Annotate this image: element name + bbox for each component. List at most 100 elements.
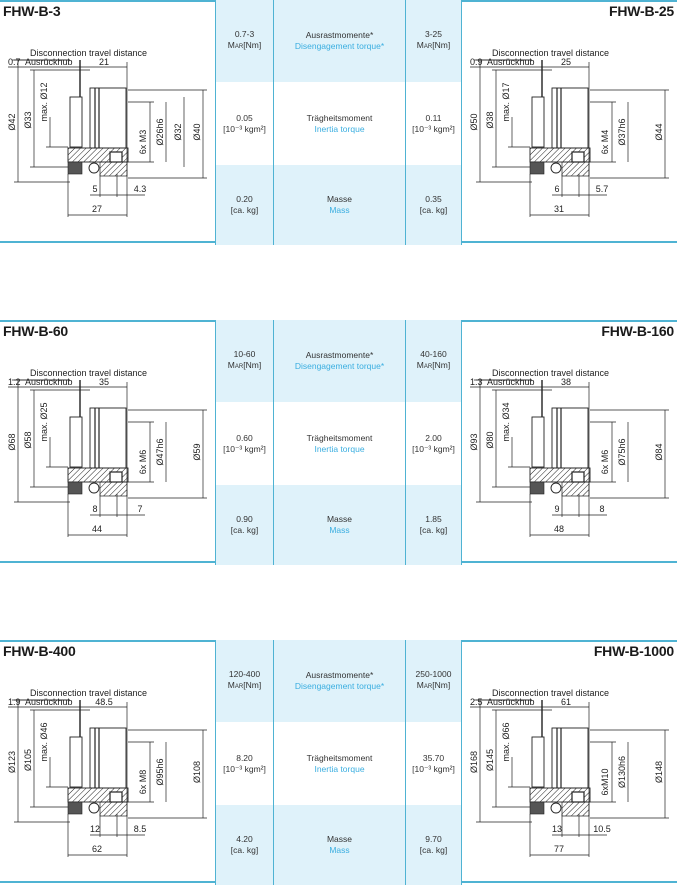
disc-outline [531,96,545,148]
mass-value: 4.20 [236,834,253,844]
torque-unit: MAR[Nm] [416,40,451,50]
fit-diameter-label: Ø26h6 [155,118,165,145]
flange-section [99,801,128,817]
torque-unit: MAR[Nm] [227,360,262,370]
dim-a-label: 13 [552,824,562,834]
dim-b-label: 7 [137,504,142,514]
diameter-right-label: Ø59 [192,443,202,460]
travel-title: Disconnection travel distance [492,368,609,378]
inertia-unit: [10⁻³ kgm²] [412,443,455,454]
torque-value: 0.7-3 [234,29,255,39]
inertia-right: 0.11[10⁻³ kgm²] [405,82,462,165]
travel-value: 0.7 [8,57,21,67]
inertia-unit: [10⁻³ kgm²] [223,443,266,454]
max-bore-label: max. Ø17 [501,82,511,121]
thread-label: 6xM10 [600,768,610,795]
length-top-label: 25 [561,57,571,67]
length-label: 48 [554,524,564,534]
thread-label: 6x M8 [138,770,148,795]
travel-value: 0.9 [470,57,483,67]
diameter-outer-label: Ø68 [7,433,17,450]
product-title-left: FHW-B-60 [3,323,69,339]
max-bore-label: max. Ø34 [501,402,511,441]
diameter-outer-label: Ø168 [469,751,479,773]
diameter-right-label: Ø44 [654,123,664,140]
housing-outline [551,727,589,789]
mass-right: 0.35[ca. kg] [405,165,462,245]
diameter-outer-label: Ø42 [7,113,17,130]
seal-section [67,481,83,495]
inertia-value: 35.70 [422,752,445,763]
mass-unit: [ca. kg] [230,525,259,535]
travel-label: Ausrückhub [487,377,535,387]
flange-diameter-label: Ø32 [173,123,183,140]
inertia-right: 2.00[10⁻³ kgm²] [405,402,462,485]
ball-bearing [550,162,562,174]
mass-value: 9.70 [425,834,442,844]
inertia-left: 0.60[10⁻³ kgm²] [215,402,273,485]
diameter-mid-label: Ø80 [485,431,495,448]
bearing-ring [109,791,123,803]
travel-title: Disconnection travel distance [492,688,609,698]
inertia-left: 0.05[10⁻³ kgm²] [215,82,273,165]
fit-diameter-label: Ø47h6 [155,438,165,465]
travel-label: Ausrückhub [25,377,73,387]
mass-right: 1.85[ca. kg] [405,485,462,565]
mass-left: 0.20[ca. kg] [215,165,273,245]
mass-unit: [ca. kg] [230,845,259,855]
torque-unit: MAR[Nm] [227,680,262,690]
inertia-value: 8.20 [236,752,253,763]
diameter-mid-label: Ø105 [23,749,33,771]
diameter-outer-label: Ø123 [7,751,17,773]
thread-label: 6x M4 [600,130,610,155]
length-label: 77 [554,844,564,854]
mass-value: 1.85 [425,514,442,524]
thread-label: 6x M3 [138,130,148,155]
travel-value: 1.2 [8,377,21,387]
fit-diameter-label: Ø95h6 [155,758,165,785]
torque-value: 120-400 [228,669,261,679]
inertia-value: 0.05 [236,112,253,123]
length-label: 27 [92,204,102,214]
disc-outline [69,416,83,468]
torque-label: Ausrastmomente*Disengagement torque* [273,640,405,722]
travel-title: Disconnection travel distance [30,688,147,698]
ball-bearing [550,482,562,494]
bearing-ring [571,151,585,163]
fit-diameter-label: Ø37h6 [617,118,627,145]
fit-diameter-label: Ø130h6 [617,756,627,788]
housing-outline [89,87,127,149]
inertia-unit: [10⁻³ kgm²] [412,763,455,774]
housing-outline [89,407,127,469]
inertia-right: 35.70[10⁻³ kgm²] [405,722,462,805]
product-block: FHW-B-400 FHW-B-1000 Disconnection trave… [0,640,677,885]
diameter-right-label: Ø84 [654,443,664,460]
product-title-left: FHW-B-400 [3,643,76,659]
dim-b-label: 4.3 [134,184,147,194]
bearing-ring [571,791,585,803]
travel-label: Ausrückhub [487,57,535,67]
mass-unit: [ca. kg] [419,525,448,535]
thread-label: 6x M6 [600,450,610,475]
travel-label: Ausrückhub [25,57,73,67]
inertia-value: 2.00 [425,432,442,443]
inertia-value: 0.11 [425,112,442,123]
length-top-label: 38 [561,377,571,387]
seal-section [529,801,545,815]
max-bore-label: max. Ø12 [39,82,49,121]
housing-outline [551,407,589,469]
torque-label: Ausrastmomente*Disengagement torque* [273,320,405,402]
diameter-right-label: Ø40 [192,123,202,140]
disc-outline [69,96,83,148]
diameter-right-label: Ø108 [192,761,202,783]
length-top-label: 48.5 [95,697,113,707]
mass-unit: [ca. kg] [230,205,259,215]
inertia-unit: [10⁻³ kgm²] [223,763,266,774]
